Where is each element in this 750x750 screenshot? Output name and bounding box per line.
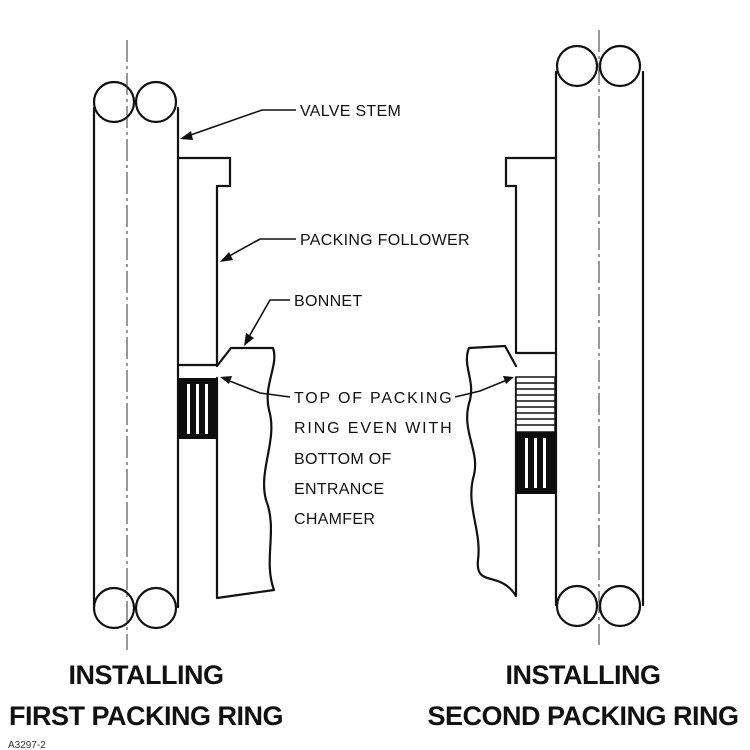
right-valve-stem (554, 30, 645, 645)
left-first-packing-ring (178, 378, 217, 439)
label-bonnet: BONNET (294, 293, 362, 310)
label-packing-follower: PACKING FOLLOWER (300, 232, 470, 249)
left-assembly (92, 40, 296, 650)
note-line-2: RING EVEN WITH (294, 420, 452, 437)
right-packing-follower (504, 156, 558, 355)
note-line-5: CHAMFER (294, 511, 375, 528)
left-leaders (180, 109, 296, 398)
label-valve-stem: VALVE STEM (300, 103, 401, 120)
note-line-4: ENTRANCE (294, 481, 384, 498)
note-line-1: TOP OF PACKING (294, 390, 452, 407)
left-packing-follower (176, 156, 232, 367)
caption-right-line-1: INSTALLING (506, 660, 661, 690)
left-valve-stem (92, 40, 180, 650)
right-assembly (454, 30, 645, 645)
note-line-3: BOTTOM OF (294, 451, 392, 468)
left-bonnet (215, 346, 276, 600)
caption-left-line-1: INSTALLING (69, 660, 224, 690)
right-seated-packing-ring (516, 432, 555, 494)
right-second-packing-ring (515, 376, 556, 433)
caption-right-line-2: SECOND PACKING RING (427, 701, 738, 731)
label-top-of-packing-note: TOP OF PACKING RING EVEN WITH BOTTOM OF … (294, 390, 452, 528)
right-leaders (454, 376, 514, 398)
caption-left-line-2: FIRST PACKING RING (9, 701, 283, 731)
figure-number: A3297-2 (8, 740, 46, 750)
right-bonnet (465, 344, 518, 598)
